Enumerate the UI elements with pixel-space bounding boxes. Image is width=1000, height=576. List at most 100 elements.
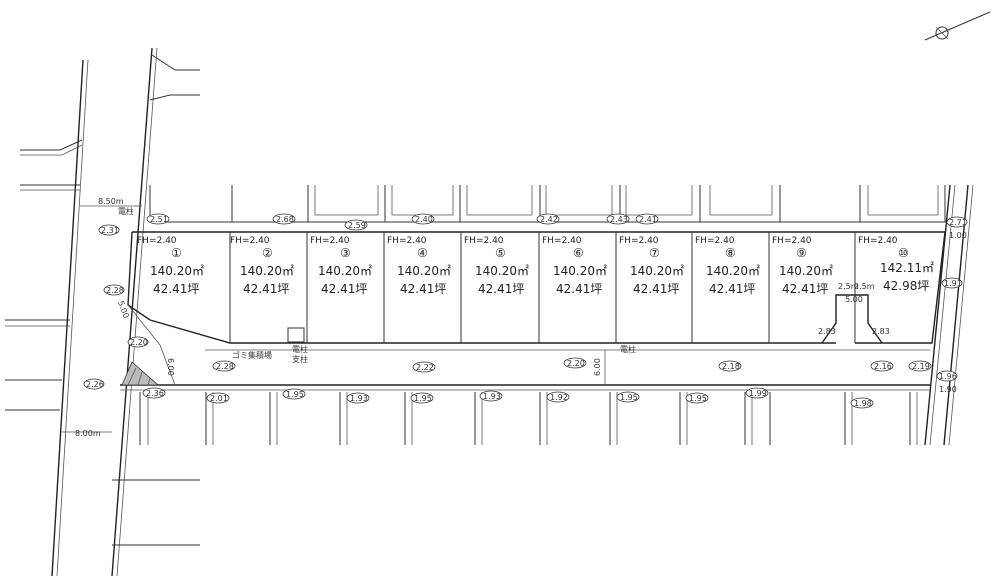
lot-floor-height: FH=2.40	[464, 236, 504, 246]
svg-text:2.18: 2.18	[722, 362, 740, 371]
svg-text:1.93: 1.93	[483, 392, 501, 401]
lot-8: FH=2.40 ⑧ 140.20㎡ 42.41坪	[695, 236, 760, 296]
lot-6: FH=2.40 ⑥ 140.20㎡ 42.41坪	[542, 236, 607, 296]
svg-text:1.95: 1.95	[414, 394, 432, 403]
lots-outline	[127, 231, 946, 344]
svg-text:2.20: 2.20	[130, 338, 148, 347]
lot-number: ⑧	[725, 246, 736, 260]
lot-number: ⑦	[649, 246, 660, 260]
svg-text:1.98: 1.98	[854, 399, 872, 408]
pole-label-c: 電柱	[620, 344, 636, 354]
svg-text:2.40: 2.40	[415, 215, 433, 224]
svg-text:2.20: 2.20	[567, 359, 585, 368]
lot-area-sqm: 140.20㎡	[779, 264, 833, 278]
utility-pole-label: 電柱	[118, 206, 134, 216]
lot-floor-height: FH=2.40	[310, 236, 350, 246]
lot-area-sqm: 140.20㎡	[240, 264, 294, 278]
bottom-neighbor-parcels	[120, 389, 930, 445]
svg-text:2.83: 2.83	[872, 327, 890, 336]
svg-text:1.95: 1.95	[689, 394, 707, 403]
lot-5: FH=2.40 ⑤ 140.20㎡ 42.41坪	[464, 236, 529, 296]
svg-text:1.90: 1.90	[939, 385, 957, 394]
svg-text:1.91: 1.91	[944, 279, 962, 288]
lot-number: ①	[171, 246, 182, 260]
lot-number: ⑨	[796, 246, 807, 260]
lot-area-sqm: 142.11㎡	[880, 261, 934, 275]
lot-number: ②	[262, 246, 273, 260]
lot-area-tsubo: 42.41坪	[478, 282, 524, 296]
lot-floor-height: FH=2.40	[542, 236, 582, 246]
lot-3: FH=2.40 ③ 140.20㎡ 42.41坪	[310, 236, 372, 296]
lot-floor-height: FH=2.40	[619, 236, 659, 246]
svg-text:2.5m: 2.5m	[838, 282, 859, 291]
svg-text:1.99: 1.99	[749, 389, 767, 398]
lot-number: ④	[417, 246, 428, 260]
svg-text:2.28: 2.28	[216, 362, 234, 371]
svg-text:2.36: 2.36	[146, 389, 164, 398]
svg-text:2.16: 2.16	[874, 362, 892, 371]
svg-text:1.95: 1.95	[620, 393, 638, 402]
lot-4: FH=2.40 ④ 140.20㎡ 42.41坪	[387, 236, 451, 296]
lot-floor-height: FH=2.40	[230, 236, 270, 246]
lot-area-sqm: 140.20㎡	[318, 264, 372, 278]
svg-text:2.43: 2.43	[610, 215, 628, 224]
top-neighbor-parcels	[149, 185, 946, 223]
lot-area-tsubo: 42.41坪	[400, 282, 446, 296]
svg-text:2.22: 2.22	[416, 363, 434, 372]
road-width-bottom: 8.00m	[75, 429, 101, 438]
svg-text:2.68: 2.68	[276, 215, 294, 224]
lot-floor-height: FH=2.40	[772, 236, 812, 246]
garbage-collection-label: ゴミ集積場	[232, 350, 272, 360]
lot-number: ③	[340, 246, 351, 260]
lot-floor-height: FH=2.40	[137, 236, 177, 246]
road-width-center: 6.00	[593, 358, 602, 376]
lot-number: ⑤	[495, 246, 506, 260]
lot-1: FH=2.40 ① 140.20㎡ 42.41坪	[137, 236, 204, 296]
road-width-top: 8.50m	[98, 197, 124, 206]
svg-text:2.01: 2.01	[210, 394, 228, 403]
svg-text:2.83: 2.83	[818, 327, 836, 336]
lot-number: ⑩	[898, 246, 909, 260]
svg-text:2.51: 2.51	[150, 215, 168, 224]
lot-area-tsubo: 42.41坪	[709, 282, 755, 296]
svg-text:2.28: 2.28	[106, 286, 124, 295]
svg-text:1.93: 1.93	[350, 394, 368, 403]
svg-text:1.95: 1.95	[286, 390, 304, 399]
lot-area-tsubo: 42.41坪	[782, 282, 828, 296]
lot-floor-height: FH=2.40	[387, 236, 427, 246]
svg-text:1.96: 1.96	[939, 372, 957, 381]
bottom-elevations: 2.36 2.01 1.95 1.93 1.95 1.93 1.92 1.95 …	[142, 387, 874, 409]
svg-text:2.5m: 2.5m	[854, 282, 875, 291]
lot-area-tsubo: 42.41坪	[243, 282, 289, 296]
lot-area-tsubo: 42.41坪	[556, 282, 602, 296]
road-width-vertical: 6.00	[166, 358, 175, 376]
lot-area-sqm: 140.20㎡	[630, 264, 684, 278]
lot-area-tsubo: 42.41坪	[153, 282, 199, 296]
lot-9: FH=2.40 ⑨ 140.20㎡ 42.41坪	[772, 236, 833, 296]
right-road	[924, 184, 974, 446]
road-elevations: 2.28 2.22 2.20 2.18 2.16 2.19	[212, 357, 932, 373]
lot-floor-height: FH=2.40	[695, 236, 735, 246]
svg-text:2.59: 2.59	[348, 221, 366, 230]
lot-area-sqm: 140.20㎡	[475, 264, 529, 278]
pole-label-a: 電柱	[292, 344, 308, 354]
lot-area-sqm: 140.20㎡	[553, 264, 607, 278]
left-road	[5, 47, 200, 576]
right-road-elevations: 2.71 1.00 1.91 1.96 1.90	[936, 216, 968, 394]
pole-label-b: 支柱	[292, 354, 308, 364]
svg-text:2.19: 2.19	[912, 362, 930, 371]
lot-floor-height: FH=2.40	[858, 236, 898, 246]
svg-text:2.26: 2.26	[86, 380, 104, 389]
lot-number: ⑥	[573, 246, 584, 260]
svg-text:1.92: 1.92	[550, 393, 568, 402]
turnaround-dimensions: 2.5m 2.5m 5.00 2.83 2.83	[818, 282, 890, 336]
lot-2: FH=2.40 ② 140.20㎡ 42.41坪	[230, 236, 294, 296]
private-road	[120, 304, 930, 386]
lot-area-tsubo: 42.98坪	[883, 279, 929, 293]
compass-icon	[924, 11, 991, 41]
lot-7: FH=2.40 ⑦ 140.20㎡ 42.41坪	[619, 236, 684, 296]
lot-area-sqm: 140.20㎡	[397, 264, 451, 278]
lot-10: FH=2.40 ⑩ 142.11㎡ 42.98坪	[858, 236, 934, 293]
svg-text:2.42: 2.42	[540, 215, 558, 224]
